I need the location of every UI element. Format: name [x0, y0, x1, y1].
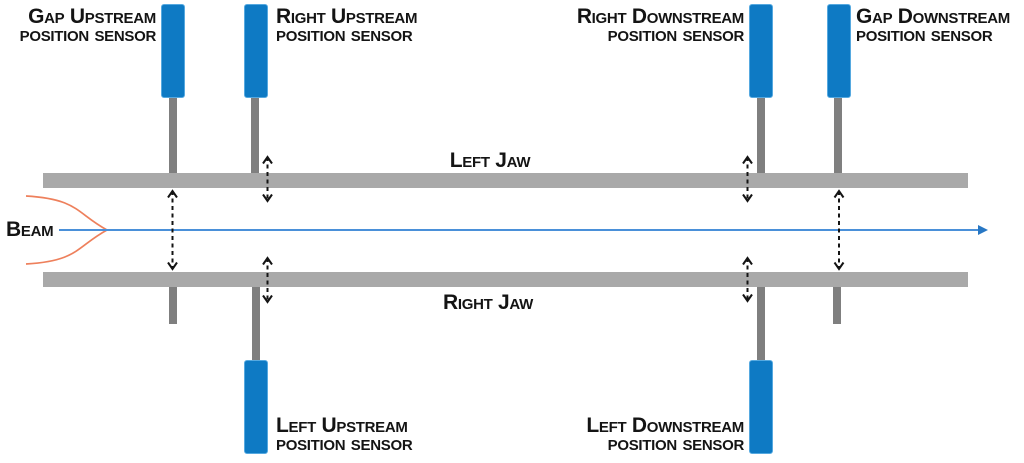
right-downstream-label: Right Downstream position sensor	[504, 5, 745, 46]
gap-upstream-lower-stub	[169, 286, 177, 324]
left-upstream-label: Left Upstream position sensor	[276, 414, 413, 455]
left-downstream-label: Left Downstream position sensor	[504, 414, 745, 455]
left-upstream-sensor-stem	[252, 285, 260, 362]
right-downstream-label-line1: Right Downstream	[576, 5, 744, 28]
left-downstream-label-line2: position sensor	[607, 431, 745, 455]
gap-downstream-sensor-body	[827, 4, 851, 98]
left-downstream-label-line1: Left Downstream	[586, 414, 744, 437]
right-downstream-sensor-body	[749, 4, 773, 98]
gap-upstream-label-line1: Gap Upstream	[28, 5, 156, 28]
gap-downstream-label-line1: Gap Downstream	[856, 5, 1010, 28]
right-jaw-label: Right Jaw	[443, 291, 533, 314]
right-downstream-sensor-stem	[757, 96, 765, 175]
gap-downstream-lower-stub	[833, 286, 841, 324]
right-upstream-sensor-body	[244, 4, 268, 98]
right-jaw-bar	[43, 272, 968, 287]
right-downstream-label-line2: position sensor	[607, 22, 745, 46]
left-jaw-bar	[43, 173, 968, 188]
gap-upstream-label: Gap Upstream position sensor	[0, 5, 157, 46]
gap-upstream-label-line2: position sensor	[19, 22, 157, 46]
gap-downstream-label: Gap Downstream position sensor	[856, 5, 1010, 46]
right-upstream-label-line1: Right Upstream	[276, 5, 418, 28]
left-upstream-label-line1: Left Upstream	[276, 414, 408, 437]
left-upstream-sensor-body	[244, 360, 268, 454]
right-upstream-label: Right Upstream position sensor	[276, 5, 418, 46]
right-upstream-sensor-stem	[251, 96, 259, 175]
right-upstream-label-line2: position sensor	[276, 22, 413, 46]
left-downstream-sensor-body	[749, 360, 773, 454]
gap-downstream-label-line2: position sensor	[856, 22, 993, 46]
left-upstream-label-line2: position sensor	[276, 431, 413, 455]
beam-label: Beam	[6, 218, 54, 241]
left-jaw-label: Left Jaw	[449, 149, 531, 172]
gap-upstream-sensor-stem	[169, 96, 177, 175]
gap-upstream-sensor-body	[161, 4, 185, 98]
left-downstream-sensor-stem	[757, 285, 765, 362]
gap-downstream-sensor-stem	[834, 96, 842, 175]
